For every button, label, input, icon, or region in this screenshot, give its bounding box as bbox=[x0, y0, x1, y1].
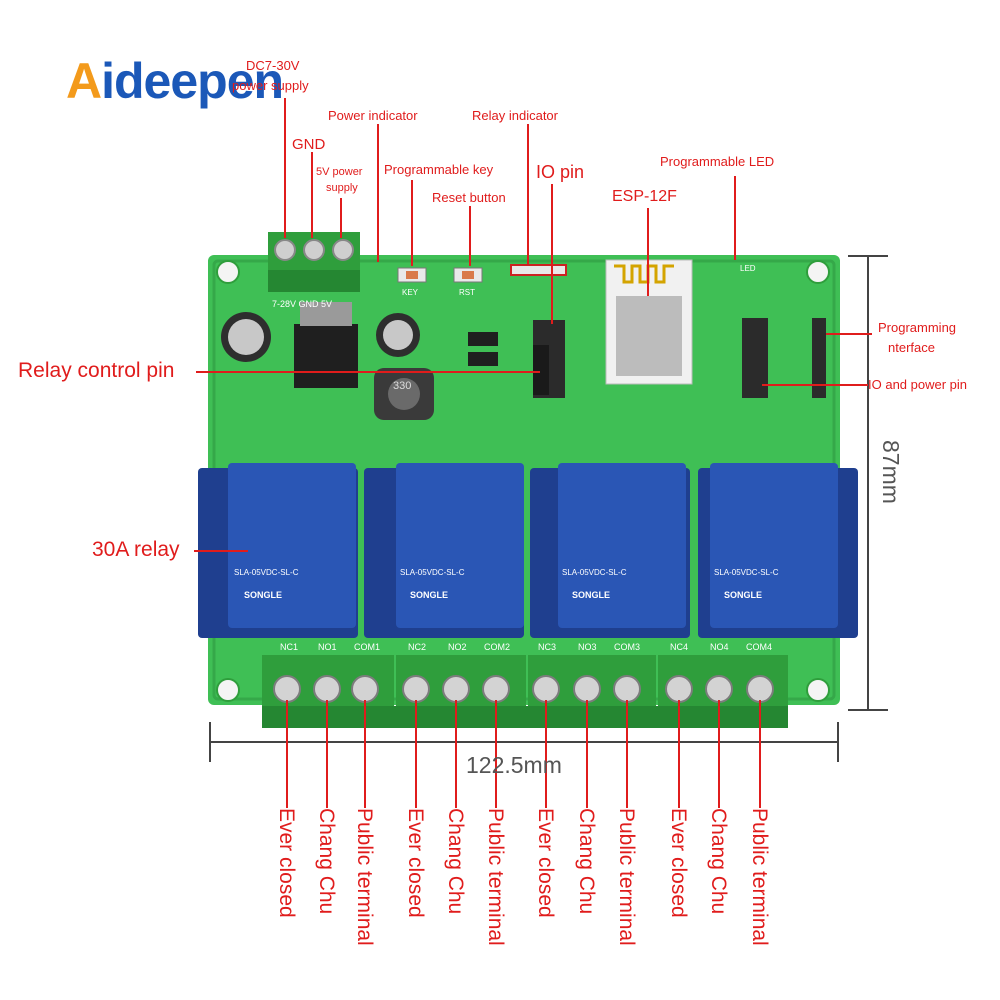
terminal-silk: COM1 bbox=[354, 642, 381, 652]
terminal-label: Chang Chu bbox=[707, 808, 730, 915]
terminal-silk: NC4 bbox=[670, 642, 689, 652]
terminal-label: Ever closed bbox=[275, 808, 298, 918]
relay-4 bbox=[698, 463, 858, 638]
relay-3 bbox=[530, 463, 690, 638]
terminal-screw bbox=[442, 675, 470, 703]
relay-model-3: SLA-05VDC-SL-C bbox=[562, 568, 627, 577]
terminal-label: Public terminal bbox=[748, 808, 771, 946]
terminal-screw bbox=[746, 675, 774, 703]
terminal-label: Chang Chu bbox=[315, 808, 338, 915]
dimension-lines bbox=[209, 255, 888, 762]
terminal-silk: COM3 bbox=[614, 642, 641, 652]
height-dimension: 87mm bbox=[878, 440, 904, 504]
relay-1 bbox=[198, 463, 358, 638]
terminal-screw bbox=[532, 675, 560, 703]
mounting-hole bbox=[806, 260, 830, 284]
five-v-label-line2: supply bbox=[326, 182, 358, 194]
terminal-label: Ever closed bbox=[667, 808, 690, 918]
terminal-silk: COM4 bbox=[746, 642, 773, 652]
terminal-label: Chang Chu bbox=[575, 808, 598, 915]
logo-text: ideepen bbox=[101, 53, 284, 109]
programming-interface-label-line2: nterface bbox=[888, 340, 935, 355]
key-silk: KEY bbox=[402, 288, 419, 297]
relay-model-2: SLA-05VDC-SL-C bbox=[400, 568, 465, 577]
terminal-label: Public terminal bbox=[615, 808, 638, 946]
terminal-screw bbox=[313, 675, 341, 703]
terminal-silk: NO1 bbox=[318, 642, 337, 652]
led-silk: LED bbox=[740, 264, 756, 273]
terminal-label: Public terminal bbox=[353, 808, 376, 946]
mounting-hole bbox=[216, 678, 240, 702]
dc-supply-label-line1: DC7-30V bbox=[246, 58, 300, 73]
terminal-screw bbox=[402, 675, 430, 703]
relay-model-4: SLA-05VDC-SL-C bbox=[714, 568, 779, 577]
relay-control-header bbox=[533, 345, 549, 395]
width-dimension: 122.5mm bbox=[466, 752, 562, 778]
terminal-silk: NC3 bbox=[538, 642, 557, 652]
rst-silk: RST bbox=[459, 288, 475, 297]
terminal-screw bbox=[573, 675, 601, 703]
relay-brand-4: SONGLE bbox=[724, 590, 763, 600]
terminal-silk: COM2 bbox=[484, 642, 511, 652]
terminal-screw bbox=[273, 675, 301, 703]
brand-logo: Aideepen bbox=[66, 52, 284, 110]
mounting-hole bbox=[806, 678, 830, 702]
relay-indicator-label: Relay indicator bbox=[472, 108, 558, 123]
terminal-screw bbox=[482, 675, 510, 703]
dc-supply-label-line2: power supply bbox=[232, 78, 309, 93]
io-pin-label: IO pin bbox=[536, 162, 585, 182]
terminal-silk: NO3 bbox=[578, 642, 597, 652]
terminal-screw bbox=[665, 675, 693, 703]
inductor-silk: 330 bbox=[393, 380, 412, 392]
relay-control-pin-label: Relay control pin bbox=[18, 359, 175, 382]
gnd-label: GND bbox=[292, 136, 326, 153]
terminal-label: Chang Chu bbox=[444, 808, 467, 915]
terminal-label: Ever closed bbox=[404, 808, 427, 918]
terminal-silk: NC1 bbox=[280, 642, 299, 652]
relay-brand-3: SONGLE bbox=[572, 590, 611, 600]
esp-label: ESP-12F bbox=[612, 188, 677, 205]
terminal-label: Public terminal bbox=[484, 808, 507, 946]
voltage-regulator bbox=[294, 324, 358, 388]
terminal-screw bbox=[613, 675, 641, 703]
relay-30a-label: 30A relay bbox=[92, 538, 180, 561]
five-v-label-line1: 5V power bbox=[316, 166, 363, 178]
relay-2 bbox=[364, 463, 524, 638]
input-silk: 7-28V GND 5V bbox=[272, 299, 333, 309]
callout-lines bbox=[194, 98, 872, 808]
relay-brand-1: SONGLE bbox=[244, 590, 283, 600]
terminal-silk: NO2 bbox=[448, 642, 467, 652]
terminal-silk: NO4 bbox=[710, 642, 729, 652]
terminal-silk: NC2 bbox=[408, 642, 427, 652]
terminal-label: Ever closed bbox=[534, 808, 557, 918]
mounting-hole bbox=[216, 260, 240, 284]
programmable-key-label: Programmable key bbox=[384, 162, 494, 177]
reset-button-label: Reset button bbox=[432, 190, 506, 205]
programming-header bbox=[812, 318, 826, 398]
terminal-screw bbox=[705, 675, 733, 703]
relay-brand-2: SONGLE bbox=[410, 590, 449, 600]
io-power-pin-label: IO and power pin bbox=[868, 377, 968, 392]
programmable-led-label: Programmable LED bbox=[660, 154, 775, 169]
power-indicator-label: Power indicator bbox=[328, 108, 418, 123]
programming-interface-label-line1: Programming bbox=[878, 320, 957, 335]
logo-initial: A bbox=[66, 53, 102, 109]
relay-model-1: SLA-05VDC-SL-C bbox=[234, 568, 299, 577]
terminal-screw bbox=[351, 675, 379, 703]
